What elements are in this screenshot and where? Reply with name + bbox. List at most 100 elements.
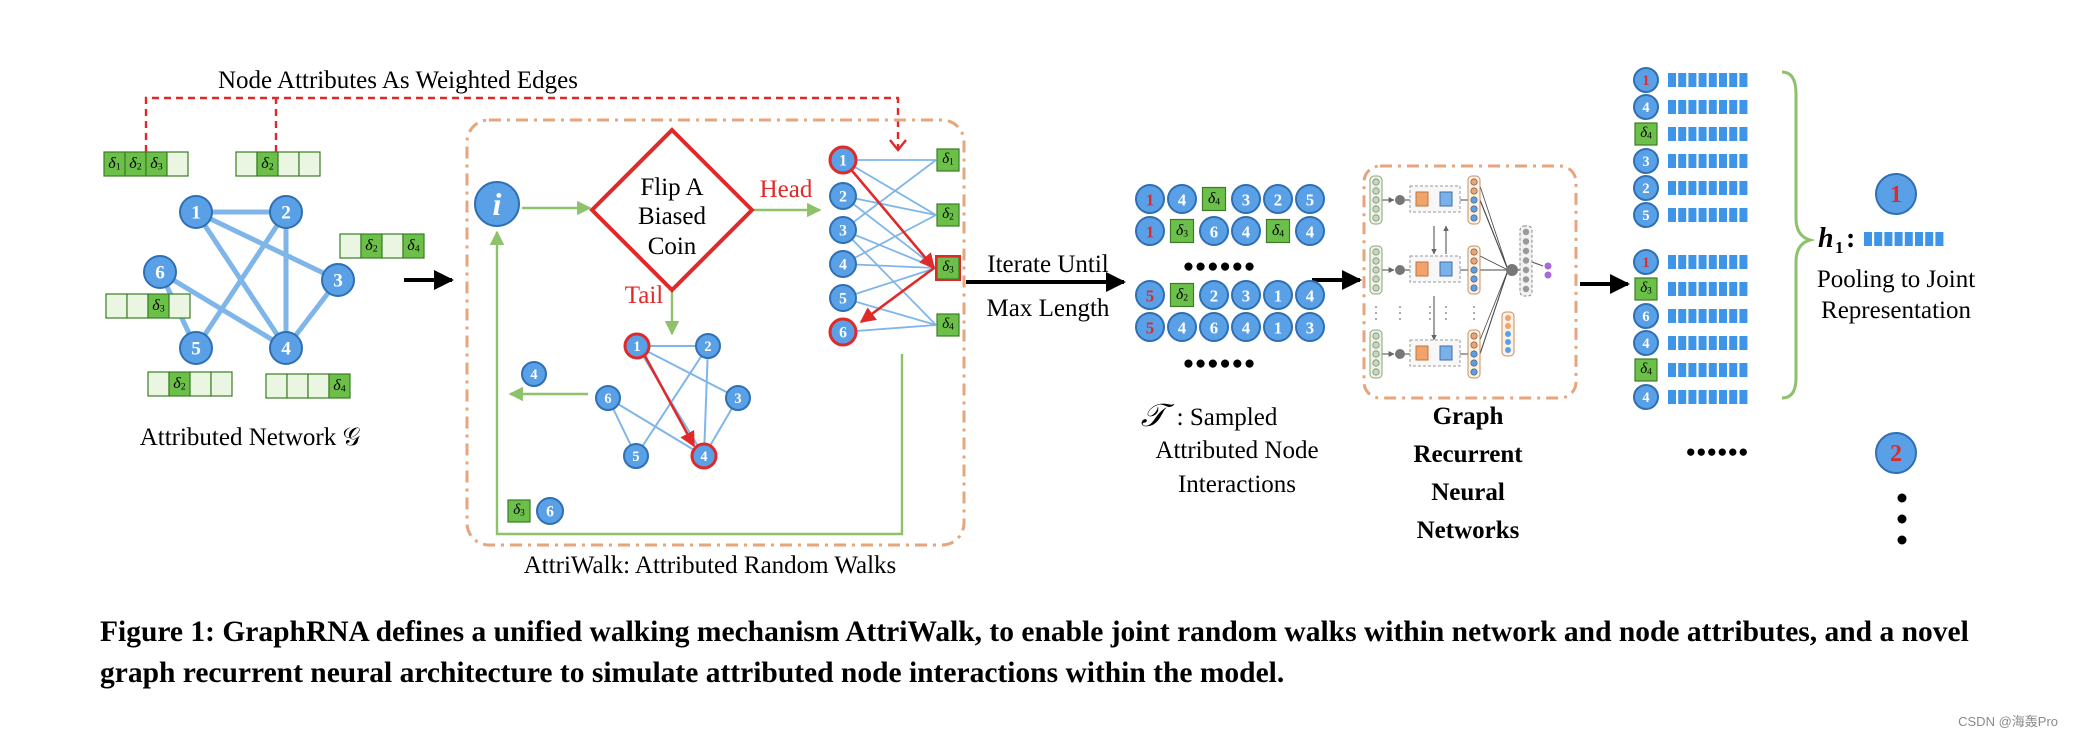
embedding-cell: [1698, 390, 1707, 404]
attribute-vector-cell: [265, 373, 288, 399]
graph-node: 2: [1633, 175, 1659, 201]
pooling-unit: [1522, 238, 1530, 245]
embedding-cell: [1678, 100, 1687, 114]
attribute-cell: [1634, 122, 1658, 146]
graph-node: 2: [269, 195, 303, 229]
attribute-label: δ1: [108, 155, 120, 173]
embedding-cell: [1708, 127, 1717, 141]
node-label: 1: [839, 153, 847, 170]
attribute-vector-cell: [168, 293, 191, 319]
embedding-cell: [1678, 208, 1687, 222]
h-colon: :: [1846, 223, 1855, 254]
embedding-cell: [1698, 100, 1707, 114]
attribute-label: δ2: [1176, 286, 1188, 303]
attribute-label: δ3: [152, 297, 164, 315]
attribute-vector-cell: [189, 371, 212, 397]
input-unit: [1372, 214, 1380, 222]
node-label: 4: [1306, 287, 1315, 306]
embedding-cell: [1688, 154, 1697, 168]
embedding-cell: [1698, 208, 1707, 222]
node-circle: [143, 255, 177, 289]
lstm-backward-cell: [1439, 345, 1453, 361]
grnn-line-4: Networks: [1417, 517, 1520, 544]
attribute-vector-cell: [339, 233, 362, 259]
graph-node: 6: [1199, 216, 1229, 246]
embedding-cell: [1729, 282, 1738, 296]
graph-node: 3: [1231, 184, 1261, 214]
node-circle: [269, 195, 303, 229]
node-label: 6: [839, 325, 847, 342]
attribute-cell: [936, 203, 960, 227]
attribute-label: δ1: [942, 151, 954, 167]
grouping-brace: [1781, 70, 1816, 400]
embedding-cell: [1719, 208, 1727, 222]
attribute-vector-cell: [328, 373, 351, 399]
node-label: 5: [1146, 319, 1154, 338]
embedding-cell: [1719, 309, 1727, 323]
embedding-cell: [1698, 73, 1707, 87]
graph-node: 5: [179, 331, 213, 365]
graph-node: 6: [595, 385, 621, 411]
edges-layer: [144, 70, 1816, 536]
embedding-cell: [1708, 208, 1717, 222]
graph-node: 6: [1199, 312, 1229, 342]
attribute-cell: [936, 148, 960, 172]
node-circle: [828, 145, 858, 175]
sequence-dots-top: ● ● ● ● ● ●: [1183, 256, 1254, 277]
embedding-cell: [1739, 282, 1748, 296]
input-unit: [1372, 332, 1380, 340]
output-unit: [1470, 350, 1478, 358]
node-circle: [1633, 175, 1659, 201]
node-label: 4: [281, 339, 291, 360]
node-label: 1: [633, 339, 640, 355]
embedding-cell: [1729, 127, 1738, 141]
node-label: 4: [1178, 319, 1187, 338]
attribute-vector-cell: [210, 371, 233, 397]
pooled-cell: [1925, 232, 1934, 246]
attribute-square: δ4: [936, 313, 960, 337]
graph-node: 4: [269, 331, 303, 365]
embedding-cell: [1729, 208, 1738, 222]
output-unit: [1470, 284, 1478, 292]
attribute-label: δ2: [261, 155, 273, 173]
attribute-label: δ4: [333, 377, 345, 395]
iterate-line-2: Max Length: [987, 295, 1110, 322]
node-label: 4: [1242, 223, 1251, 242]
embedding-cell: [1739, 309, 1748, 323]
continuation-dot: [1897, 514, 1907, 524]
output-unit: [1470, 257, 1478, 265]
bipartite-edge: [842, 159, 937, 231]
attribute-cell: [1169, 282, 1195, 308]
graph-node: 1: [623, 332, 651, 360]
input-unit: [1372, 368, 1380, 376]
embedding-cell: [1719, 363, 1727, 377]
continuation-dot: [1897, 493, 1907, 503]
graph-node: 4: [1167, 184, 1197, 214]
attribute-cell: [1169, 218, 1195, 244]
small-graph-edge: [635, 345, 709, 457]
embedding-cell: [1688, 282, 1697, 296]
node-circle: [1231, 184, 1261, 214]
grnn-link: [1479, 269, 1509, 341]
input-unit: [1372, 187, 1380, 195]
graph-node: 4: [1231, 216, 1261, 246]
node-label: 3: [734, 391, 741, 407]
graph-node: 6: [1633, 303, 1659, 329]
small-graph-edge: [636, 345, 739, 399]
pooled-cell: [1874, 232, 1883, 246]
graph-node: 1: [1263, 280, 1293, 310]
network-label: Attributed Network 𝒢: [140, 424, 361, 451]
node-label: 5: [1146, 287, 1154, 306]
node-circle: [1263, 280, 1293, 310]
aggregation-node: [1506, 264, 1518, 276]
node-circle: [829, 284, 857, 312]
embedding-cell: [1719, 390, 1727, 404]
node-label: 1: [1274, 287, 1282, 306]
embedding-cell: [1668, 255, 1676, 269]
merge-node: [1395, 265, 1405, 275]
embedding-cell: [1739, 100, 1748, 114]
graph-node: 5: [1295, 184, 1325, 214]
graph-node: 4: [1231, 312, 1261, 342]
attribute-label: δ3: [1640, 280, 1652, 296]
